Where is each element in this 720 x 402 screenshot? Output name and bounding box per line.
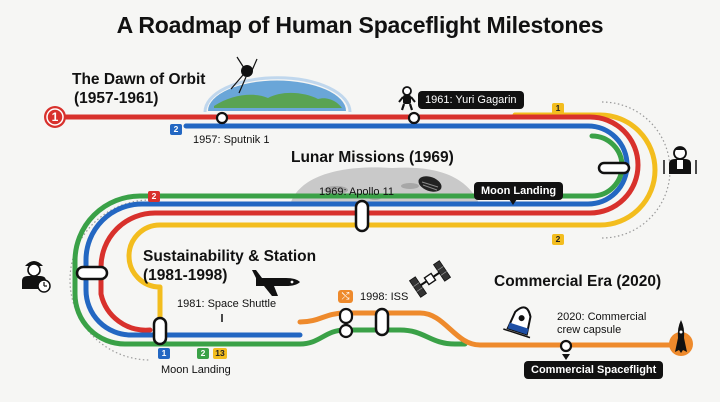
page-title: A Roadmap of Human Spaceflight Milestone… xyxy=(116,12,604,38)
section-lunar-title: Lunar Missions (1969) xyxy=(291,149,454,166)
stop-apollo: 1969: Apollo 11 xyxy=(319,186,395,198)
badge-blue-1: 1 xyxy=(158,348,170,359)
stop-commercial-line2: crew capsule xyxy=(557,324,622,336)
iss-icon xyxy=(408,260,452,298)
station-markers xyxy=(75,111,631,353)
engineer-icon xyxy=(22,261,51,293)
commercial-spaceflight-label: Commercial Spaceflight xyxy=(524,361,664,379)
moon-landing-pointer xyxy=(509,199,517,205)
mission-control-icon xyxy=(663,146,697,174)
badge-green-2: 2 xyxy=(197,348,209,359)
start-number: 1 xyxy=(51,110,59,124)
line-red xyxy=(61,114,641,333)
section-dawn-years: (1957-1961) xyxy=(74,90,159,107)
stop-moon-landing: Moon Landing xyxy=(474,182,564,200)
badge-blue-2: 2 xyxy=(170,124,182,135)
earth-illustration xyxy=(203,76,352,113)
moon-boot-icon xyxy=(418,176,442,192)
stop-moon-landing-bottom: Moon Landing xyxy=(161,364,231,376)
badge-red-2: 2 xyxy=(148,191,160,202)
sputnik-icon xyxy=(230,56,258,94)
stop-shuttle: 1981: Space Shuttle xyxy=(177,298,277,310)
badge-yellow-1: 1 xyxy=(552,103,564,114)
rocket-icon xyxy=(669,320,693,356)
stop-iss: 1998: ISS xyxy=(360,291,409,303)
section-commercial-title: Commercial Era (2020) xyxy=(494,273,662,290)
section-dawn-title: The Dawn of Orbit xyxy=(72,71,206,88)
badge-yellow-2: 2 xyxy=(552,234,564,245)
line-orange xyxy=(297,310,683,348)
badge-13: 13 xyxy=(213,348,227,359)
crossing-icon: ⤭ xyxy=(338,290,353,303)
section-sustain-years: (1981-1998) xyxy=(143,267,228,284)
space-shuttle-icon xyxy=(252,270,300,296)
stop-sputnik: 1957: Sputnik 1 xyxy=(193,134,270,146)
crew-capsule-icon xyxy=(503,306,532,339)
line-yellow xyxy=(126,112,658,332)
commercial-pointer xyxy=(562,354,570,360)
line-blue xyxy=(83,123,630,338)
stop-gagarin: 1961: Yuri Gagarin xyxy=(418,91,524,109)
section-sustain-title: Sustainability & Station xyxy=(143,248,317,265)
start-marker xyxy=(44,106,66,128)
stop-commercial-line1: 2020: Commercial xyxy=(557,311,647,323)
astronaut-icon xyxy=(398,86,416,111)
